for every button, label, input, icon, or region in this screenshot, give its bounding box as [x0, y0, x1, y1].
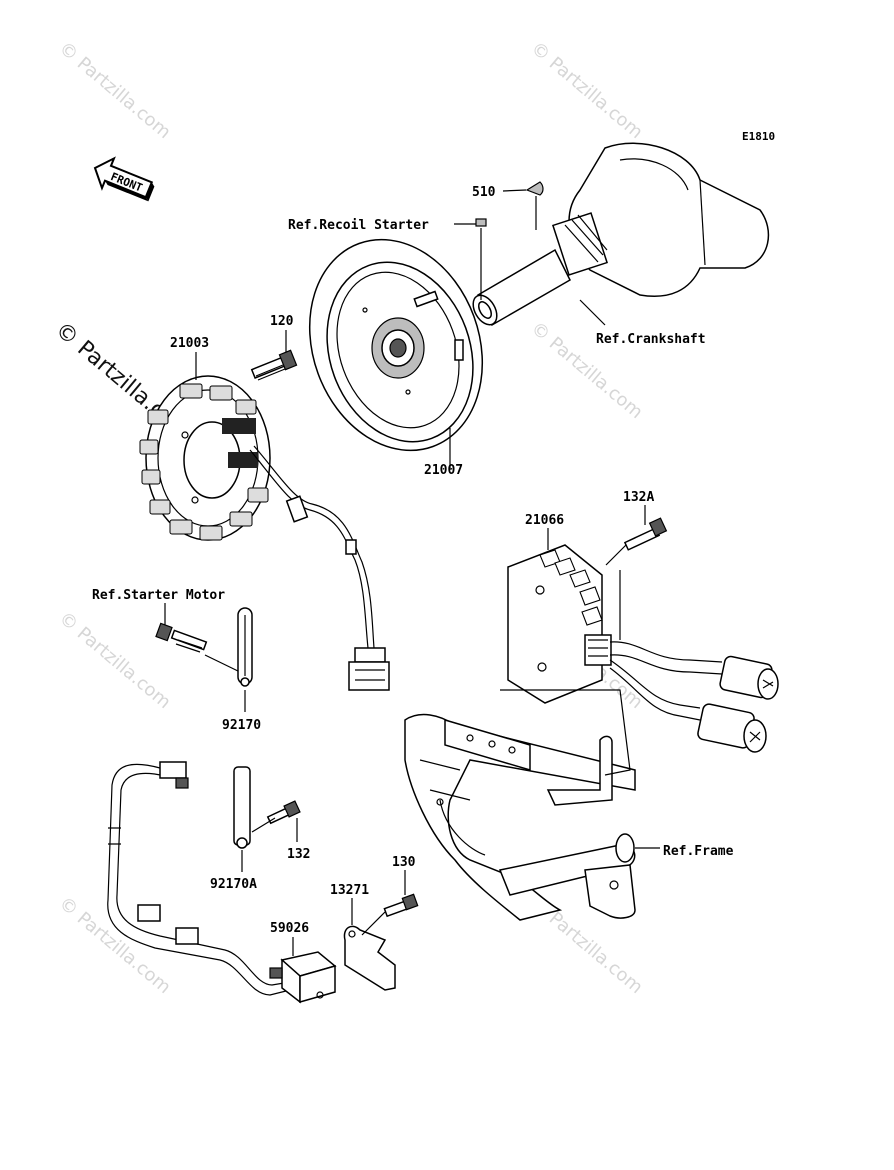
callout-21003: 21003 — [170, 336, 209, 351]
wire-clamp — [345, 539, 357, 555]
callout-92170: 92170 — [222, 718, 261, 733]
starter-motor-bolt — [155, 622, 208, 653]
bolt-132a — [623, 517, 668, 551]
wire-grommet — [285, 495, 309, 523]
stator-wire — [249, 449, 369, 649]
regulator-wire — [609, 667, 701, 721]
recoil-key — [475, 218, 487, 227]
callout-132: 132 — [287, 847, 310, 862]
regulator-wire — [609, 654, 723, 675]
stator-wire — [253, 445, 375, 649]
callout-132a: 132A — [623, 490, 654, 505]
harness-connector — [175, 777, 189, 789]
callout-120: 120 — [270, 314, 294, 329]
callout-ref-frame: Ref.Frame — [663, 844, 734, 859]
frame — [404, 713, 636, 921]
leader-line — [361, 870, 406, 936]
leader-line — [579, 299, 606, 326]
bolt-130 — [383, 893, 419, 918]
bracket-13271 — [343, 925, 396, 991]
leader-line — [605, 544, 627, 640]
regulator — [507, 544, 612, 704]
callout-21007: 21007 — [424, 463, 463, 478]
diagram-code: E1810 — [742, 130, 775, 143]
bolt-120 — [250, 349, 298, 381]
watermark: © Partzilla.com — [55, 38, 175, 143]
harness-connector — [159, 761, 187, 779]
woodruff-key — [525, 181, 544, 196]
crankshaft — [472, 142, 770, 327]
regulator-wire — [609, 659, 701, 709]
leader-line — [251, 817, 298, 842]
harness-clip — [175, 927, 199, 945]
callout-ref-recoil-starter: Ref.Recoil Starter — [288, 218, 429, 233]
ground-strap-92170 — [237, 607, 253, 687]
watermark: © Partzilla.com — [55, 608, 175, 713]
regulator-connector — [719, 655, 779, 700]
callout-13271: 13271 — [330, 883, 369, 898]
stator — [139, 375, 271, 541]
regulator-wire — [609, 641, 723, 663]
callout-510: 510 — [472, 185, 496, 200]
callout-59026: 59026 — [270, 921, 309, 936]
flywheel — [308, 238, 484, 452]
leader-line — [164, 603, 241, 673]
sensor-59026 — [269, 951, 337, 1004]
callout-ref-crankshaft: Ref.Crankshaft — [596, 332, 706, 347]
callout-21066: 21066 — [525, 513, 564, 528]
leader-line — [502, 189, 537, 230]
callout-ref-starter-motor: Ref.Starter Motor — [92, 588, 225, 603]
front-arrow: FRONT — [93, 156, 155, 202]
harness-clip — [137, 904, 161, 922]
regulator-connector — [697, 703, 767, 753]
wiring-harness — [107, 763, 291, 996]
callout-130: 130 — [392, 855, 416, 870]
stator-connector — [348, 647, 390, 691]
ground-line — [500, 689, 631, 776]
wiring-harness — [116, 772, 291, 986]
ground-strap-92170a — [233, 766, 251, 849]
wiring-harness — [108, 827, 121, 845]
callout-92170a: 92170A — [210, 877, 257, 892]
watermark: © Partzilla.com — [527, 38, 647, 143]
leader-line — [454, 223, 482, 300]
